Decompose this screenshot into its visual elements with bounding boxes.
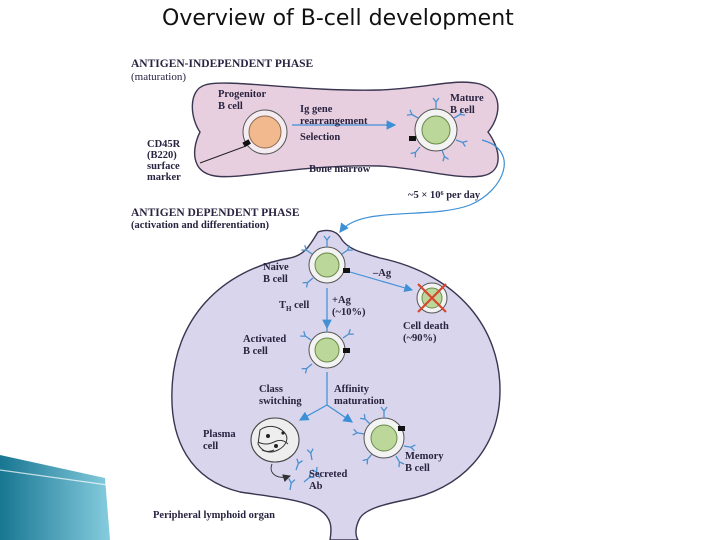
dependent-phase-subheading: (activation and differentiation): [131, 220, 270, 231]
progenitor-label: Progenitor B cell: [218, 89, 267, 112]
peripheral-organ-region: [171, 229, 501, 540]
dependent-phase-heading: ANTIGEN DEPENDENT PHASE: [131, 207, 300, 219]
bone-marrow-label: Bone marrow: [309, 164, 371, 175]
corner-decoration: [0, 455, 110, 540]
to-plasma-arrow: [298, 404, 328, 421]
secreted-ab-label: Secreted Ab: [309, 469, 348, 492]
mature-cell: [406, 97, 469, 163]
to-memory-arrow: [326, 404, 353, 423]
cd45r-label: CD45R (B220) surface marker: [147, 139, 181, 183]
independent-phase-subheading: (maturation): [131, 71, 186, 83]
naive-cell: [300, 235, 354, 289]
th-cell-label: TH cell: [279, 300, 310, 314]
activated-label: Activated B cell: [243, 334, 287, 357]
cd45r-pointer: [199, 145, 247, 164]
progenitor-cell: [242, 109, 288, 155]
rate-label: ~5 × 10⁶ per day: [408, 190, 481, 201]
independent-phase-heading: ANTIGEN-INDEPENDENT PHASE: [131, 58, 314, 70]
secretion-arrow: [270, 463, 291, 483]
dead-cell: [416, 282, 448, 314]
no-antigen-arrow: [349, 271, 414, 293]
naive-label: Naive B cell: [263, 262, 289, 285]
cell-death-label: Cell death (~90%): [403, 321, 449, 344]
class-switching-label: Class switching: [259, 384, 302, 407]
migration-arrow: [339, 139, 505, 233]
memory-label: Memory B cell: [405, 451, 444, 474]
selection-label: Selection: [300, 132, 341, 143]
plus-ag-label: +Ag (~10%): [332, 295, 366, 318]
memory-cell: [351, 406, 417, 468]
plasma-cell: [250, 417, 300, 463]
ig-gene-label: Ig gene rearrangement: [300, 104, 368, 127]
organ-label: Peripheral lymphoid organ: [153, 510, 275, 521]
plasma-label: Plasma cell: [203, 429, 236, 452]
minus-ag-label: –Ag: [373, 268, 392, 279]
mature-label: Mature B cell: [450, 93, 484, 116]
activated-cell: [299, 320, 355, 375]
slide-title: Overview of B-cell development: [162, 6, 514, 31]
affinity-label: Affinity maturation: [334, 384, 385, 407]
